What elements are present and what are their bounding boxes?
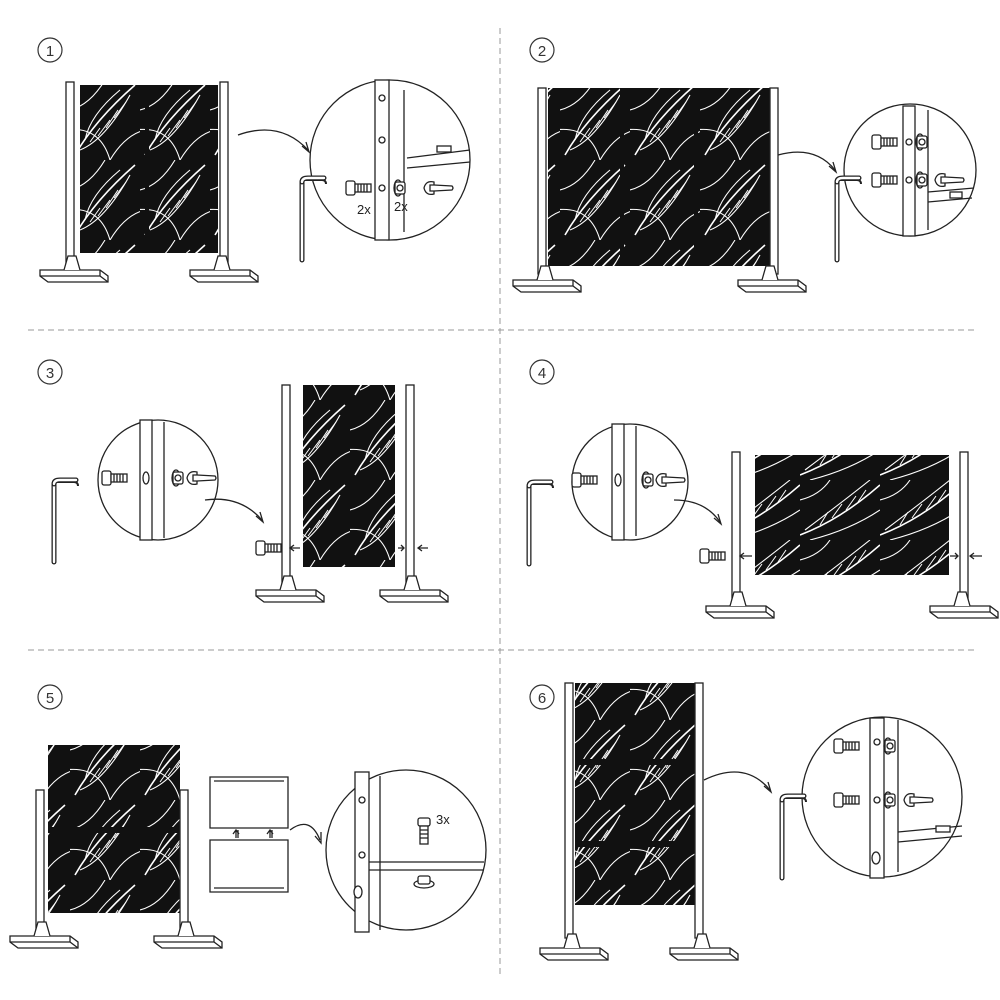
- screen-illustration: [9, 745, 223, 949]
- callout-arrow: [237, 129, 309, 151]
- nut-icon: [915, 171, 928, 189]
- detail-callout: [52, 419, 219, 562]
- bolt-icon: [699, 548, 726, 564]
- step-number-badge: 1: [37, 37, 63, 63]
- hex-wrench: [527, 482, 553, 564]
- step-number: 5: [46, 690, 54, 707]
- step-number-badge: 3: [37, 359, 63, 385]
- step-3: 3: [37, 359, 449, 603]
- step-5: 5: [9, 684, 487, 949]
- step-number: 1: [46, 43, 54, 60]
- step-6: 6: [529, 682, 963, 961]
- screen-illustration: [39, 81, 259, 283]
- bolt-quantity-label: 2x: [357, 202, 371, 217]
- step-1: 1 2x 2x: [37, 37, 471, 283]
- step-number-badge: 5: [37, 684, 63, 710]
- nut-icon: [883, 791, 896, 809]
- screen-illustration: [512, 87, 807, 293]
- nut-icon: [915, 133, 928, 151]
- step-number-badge: 4: [529, 359, 555, 385]
- bolt-icon: [255, 540, 282, 556]
- step-number: 6: [538, 690, 546, 707]
- step-number: 3: [46, 365, 54, 382]
- detail-callout: 3x: [325, 769, 487, 933]
- screen-illustration: [699, 451, 999, 619]
- nut-icon: [641, 471, 654, 489]
- step-number-badge: 2: [529, 37, 555, 63]
- screen-illustration: [255, 384, 449, 603]
- step-number: 2: [538, 43, 546, 60]
- bolt-icon: [417, 817, 431, 845]
- screen-illustration: [539, 682, 739, 961]
- callout-arrow: [204, 498, 263, 521]
- callout-arrow: [777, 151, 836, 171]
- step-number: 4: [538, 365, 546, 382]
- step-4: 4: [527, 359, 999, 619]
- bolt-quantity-label: 3x: [436, 812, 450, 827]
- callout-arrow: [289, 823, 321, 841]
- nut-icon: [393, 179, 406, 197]
- panel-joining-diagram: [209, 776, 289, 893]
- detail-callout: [780, 716, 963, 878]
- detail-callout: 2x 2x: [300, 79, 471, 260]
- step-2: 2: [512, 37, 977, 293]
- step-number-badge: 6: [529, 684, 555, 710]
- nut-icon: [171, 469, 184, 487]
- detail-callout: [527, 423, 689, 564]
- hex-wrench: [780, 796, 806, 878]
- callout-arrow: [703, 771, 771, 791]
- nut-icon: [413, 875, 435, 889]
- nut-quantity-label: 2x: [394, 199, 408, 214]
- detail-callout: [835, 103, 977, 260]
- hex-wrench: [52, 480, 78, 562]
- nut-icon: [883, 737, 896, 755]
- callout-arrow: [673, 499, 721, 523]
